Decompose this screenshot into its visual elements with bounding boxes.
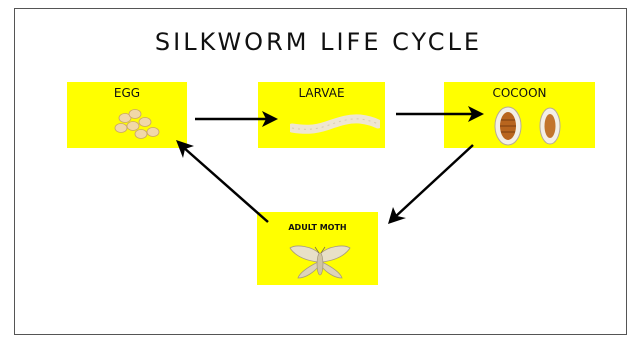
arrow-moth-to-egg	[176, 140, 268, 222]
arrow-cocoon-to-moth	[388, 145, 473, 224]
arrow-larvae-to-cocoon	[396, 106, 484, 122]
arrow-egg-to-larvae	[195, 111, 278, 127]
